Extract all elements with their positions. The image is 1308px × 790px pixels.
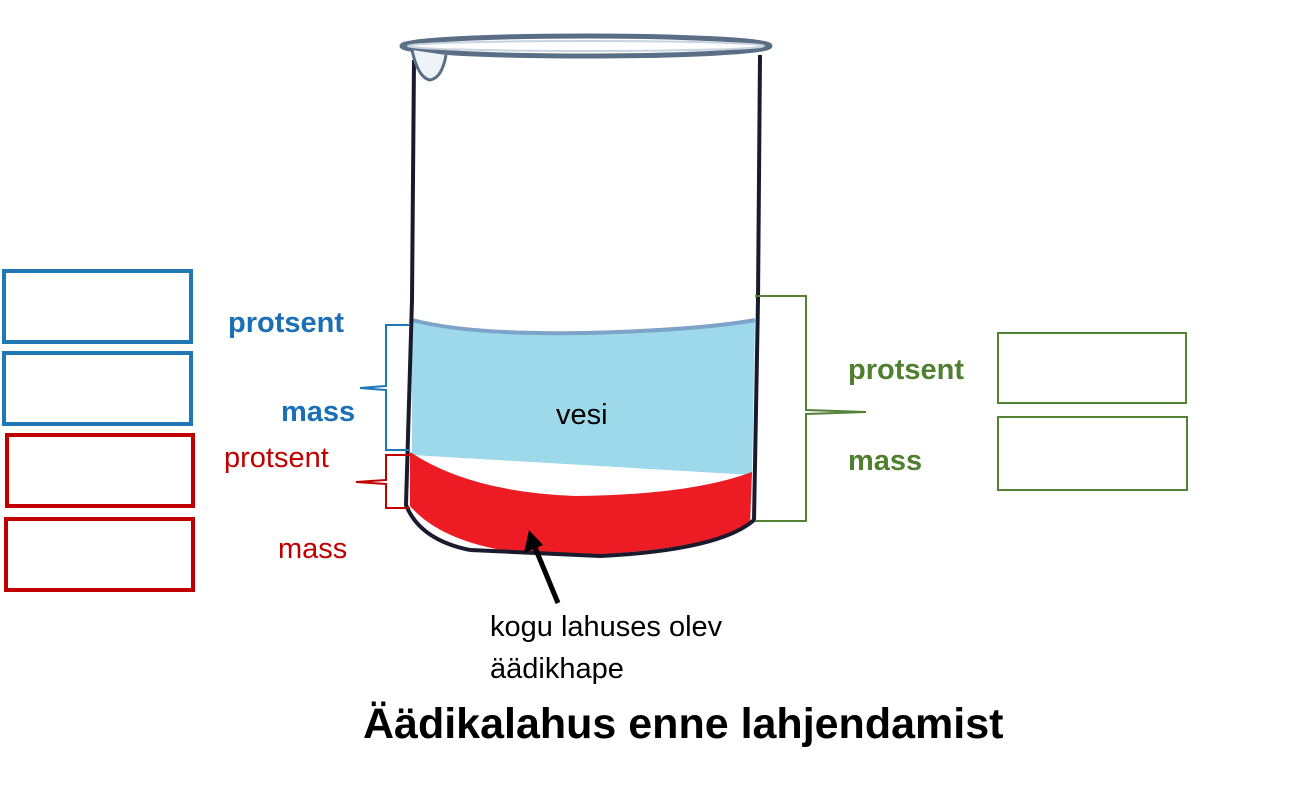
blue-percent-label: protsent [228, 307, 344, 339]
blue-brace [359, 324, 410, 451]
water-label: vesi [556, 399, 608, 431]
beaker-right-wall [469, 54, 762, 559]
red-percent-label: protsent [224, 442, 329, 474]
green-mass-label: mass [848, 445, 923, 477]
beaker-rim [399, 33, 773, 59]
green-percent-box[interactable] [997, 332, 1187, 404]
blue-mass-label: mass [281, 396, 356, 428]
water-surface [411, 318, 756, 336]
acid-annotation-line2: äädikhape [490, 653, 624, 685]
acid-annotation-line1: kogu lahuses olev [490, 611, 723, 643]
red-percent-box[interactable] [5, 433, 195, 508]
blue-percent-box[interactable] [2, 269, 193, 344]
red-mass-box[interactable] [4, 517, 195, 592]
water-layer [412, 320, 755, 475]
beaker-spout [410, 49, 448, 82]
green-mass-box[interactable] [997, 416, 1188, 491]
blue-mass-box[interactable] [2, 351, 193, 426]
green-brace [755, 295, 867, 522]
page-title: Äädikalahus enne lahjendamist [363, 700, 1004, 748]
red-mass-label: mass [278, 533, 348, 565]
green-percent-label: protsent [848, 354, 964, 386]
acid-layer [410, 452, 752, 556]
acid-arrow-head [524, 530, 543, 553]
red-brace [355, 454, 410, 509]
acid-arrow-shaft [531, 544, 561, 604]
beaker-left-wall [403, 59, 471, 552]
